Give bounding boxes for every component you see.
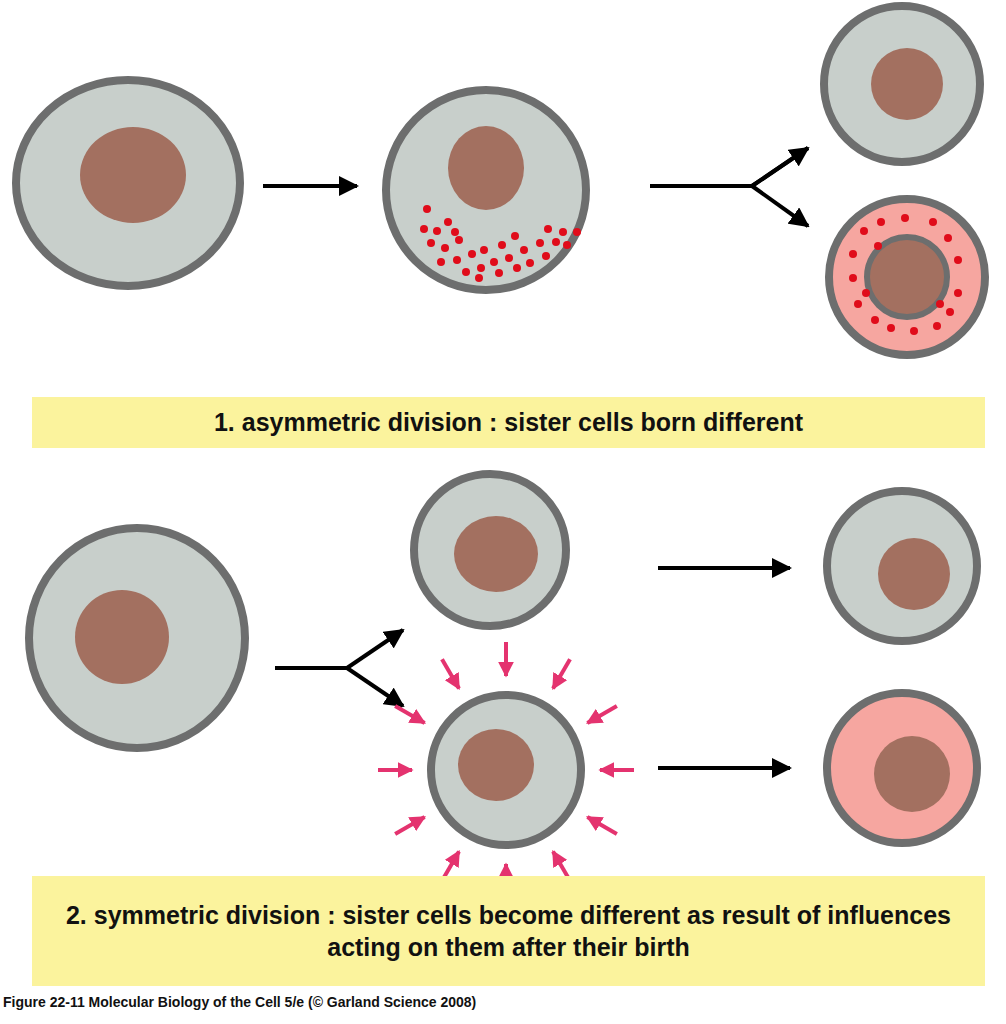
band-text: 2. symmetric division : sister cells bec…: [46, 899, 971, 964]
daughter-cell: [824, 6, 980, 162]
nucleus: [867, 237, 947, 317]
band-text: 1. asymmetric division : sister cells bo…: [214, 406, 803, 439]
signal-arrow: [504, 642, 508, 676]
daughter-cell: [414, 474, 566, 626]
signal-arrow: [587, 706, 616, 723]
daughter-cell: [431, 695, 581, 845]
nucleus: [878, 538, 950, 610]
polarized-cell: [386, 90, 586, 290]
nucleus: [80, 127, 186, 223]
daughter-cell: [827, 491, 977, 641]
nucleus: [454, 516, 538, 592]
nucleus: [448, 126, 524, 210]
signal-arrow: [600, 768, 634, 772]
cells: [16, 6, 985, 845]
signal-arrow: [587, 817, 616, 834]
signal-arrow: [395, 706, 424, 723]
determinant-dots: [420, 205, 962, 335]
label-band: 1. asymmetric division : sister cells bo…: [32, 397, 985, 448]
signal-arrows: [378, 642, 634, 898]
mother-cell: [29, 528, 245, 748]
nucleus: [75, 590, 169, 684]
mother-cell: [16, 80, 240, 286]
nucleus: [874, 736, 950, 812]
figure-caption: Figure 22-11 Molecular Biology of the Ce…: [3, 994, 476, 1010]
nucleus: [871, 48, 943, 120]
label-band: 2. symmetric division : sister cells bec…: [32, 876, 985, 986]
division-arrows: [263, 148, 808, 768]
signal-arrow: [442, 659, 459, 688]
nucleus: [458, 729, 534, 801]
daughter-cell: [827, 693, 977, 843]
signal-arrow: [553, 659, 570, 688]
daughter-cell: [829, 199, 985, 355]
signal-arrow: [395, 817, 424, 834]
signal-arrow: [378, 768, 412, 772]
